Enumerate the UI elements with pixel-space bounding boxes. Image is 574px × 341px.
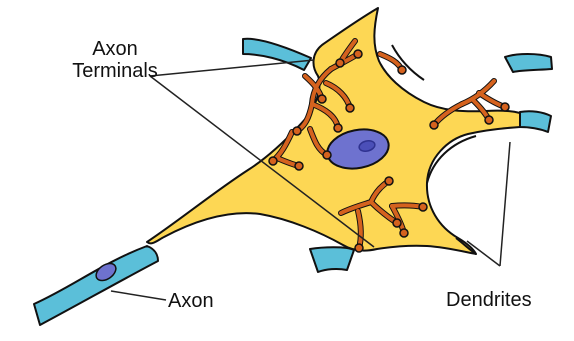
axon-label: Axon xyxy=(168,290,214,312)
dendrites-label: Dendrites xyxy=(446,289,532,311)
cell-body xyxy=(147,8,520,254)
axon-terminals-label: Axon Terminals xyxy=(55,38,175,82)
